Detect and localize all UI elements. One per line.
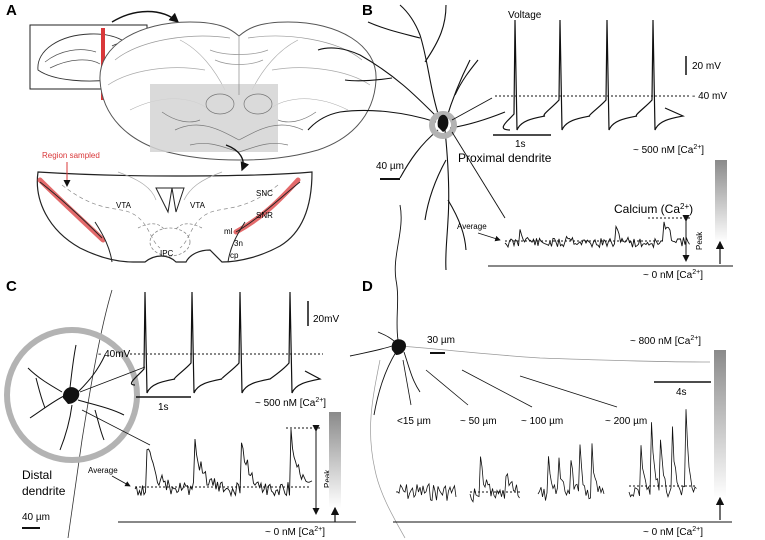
c-ca-high-label: ~ 500 nM [Ca2+] xyxy=(255,397,326,409)
d-calcium-gradient xyxy=(714,350,726,498)
d-space-scale-label: 30 µm xyxy=(427,335,455,346)
panel-d: D 30 µm 4s <15 µm ~ 50 µm ~ 100 µm ~ 200… xyxy=(349,204,732,539)
d-distance-15: <15 µm xyxy=(397,416,431,427)
d-pointer-100 xyxy=(461,369,533,408)
ventricle-right xyxy=(171,187,185,213)
d-distance-100: ~ 100 µm xyxy=(521,416,563,427)
proximal-voltage-trace xyxy=(502,19,685,131)
distal-label-line2: dendrite xyxy=(22,484,66,498)
distal-voltage-trace xyxy=(130,291,322,394)
snr-label: SNR xyxy=(256,211,273,220)
vta-left-label: VTA xyxy=(116,201,132,210)
proximal-dendrite-label: Proximal dendrite xyxy=(458,151,552,165)
section-to-detail-arrow xyxy=(225,144,250,172)
proximal-calcium-trace xyxy=(504,221,690,249)
distal-ring xyxy=(4,327,140,463)
b-calcium-gradient xyxy=(715,160,727,242)
region-sampled-label: Region sampled xyxy=(42,151,100,160)
proximal-voltage-pointer xyxy=(451,97,493,121)
panel-d-letter: D xyxy=(362,278,373,295)
c-average-label: Average xyxy=(88,466,118,475)
b-peak-label: Peak xyxy=(695,231,704,250)
d-soma xyxy=(391,339,407,355)
proximal-neuron xyxy=(307,4,506,271)
panel-a-letter: A xyxy=(6,2,17,19)
coronal-section xyxy=(99,21,377,161)
c-space-scale-label: 40 µm xyxy=(22,512,50,523)
distal-long-dendrite xyxy=(67,289,113,539)
ml-label: ml xyxy=(224,227,233,236)
distal-voltage-pointer xyxy=(79,366,146,393)
proximal-soma xyxy=(437,114,449,132)
panel-a: A xyxy=(6,2,377,263)
d-calcium-trace-15 xyxy=(395,482,457,502)
voltage-label: Voltage xyxy=(508,10,542,21)
panel-b-letter: B xyxy=(362,2,373,19)
calcium-label: Calcium (Ca2+) xyxy=(614,202,693,216)
proximal-calcium-pointer xyxy=(451,131,506,219)
panel-c-letter: C xyxy=(6,278,17,295)
d-pointer-200 xyxy=(519,375,618,408)
inset-to-section-arrow xyxy=(111,10,180,23)
b-ca-high-label: ~ 500 nM [Ca2+] xyxy=(633,144,704,156)
d-pointer-15 xyxy=(402,359,412,406)
b-time-scale-label: 1s xyxy=(515,139,526,150)
b-volt-scale-label: 20 mV xyxy=(692,61,721,72)
d-ca-low-label: ~ 0 nM [Ca2+] xyxy=(643,526,703,538)
d-neuron xyxy=(349,204,421,416)
vta-right-label: VTA xyxy=(190,201,206,210)
d-distance-200: ~ 200 µm xyxy=(605,416,647,427)
c-volt-scale-label: 20mV xyxy=(313,314,339,325)
distal-soma xyxy=(62,387,80,404)
b-average-pointer xyxy=(477,232,501,242)
d-ca-high-label: ~ 800 nM [Ca2+] xyxy=(630,335,701,347)
d-calcium-trace-100 xyxy=(537,443,605,501)
c-ca-low-label: ~ 0 nM [Ca2+] xyxy=(265,526,325,538)
b-space-scale-label: 40 µm xyxy=(376,161,404,172)
shaded-midbrain-region xyxy=(150,84,278,152)
midbrain-detail xyxy=(36,171,313,263)
panel-b: B 40 µm Proximal dendrite Voltage - 40 m… xyxy=(307,2,733,281)
midbrain-outline xyxy=(36,171,313,263)
3n-label: 3n xyxy=(234,239,243,248)
b-threshold-label: - 40 mV xyxy=(692,91,727,102)
snc-label: SNC xyxy=(256,189,273,198)
d-calcium-trace-200 xyxy=(628,409,697,498)
c-average-pointer xyxy=(111,475,131,487)
c-threshold-label: - 40mV xyxy=(98,349,131,360)
distal-calcium-trace xyxy=(134,428,313,498)
ventricle-left xyxy=(155,187,173,214)
d-descending-process xyxy=(370,359,406,539)
distal-label-line1: Distal xyxy=(22,468,52,482)
ipc-outline xyxy=(149,227,191,257)
d-calcium-trace-50 xyxy=(469,456,520,503)
b-average-label: Average xyxy=(457,222,487,231)
distal-neuron xyxy=(27,344,125,451)
cp-label: cp xyxy=(230,251,239,260)
d-time-scale-label: 4s xyxy=(676,387,687,398)
c-calcium-gradient xyxy=(329,412,341,508)
ipc-label: IPC xyxy=(160,249,174,258)
panel-c: C Distal dendrite 40 µm - 40mV 20mV 1s xyxy=(4,278,356,539)
c-peak-label: Peak xyxy=(323,469,332,488)
b-ca-low-label: ~ 0 nM [Ca2+] xyxy=(643,269,703,281)
distal-calcium-pointer xyxy=(81,409,151,446)
region-sampled-left xyxy=(37,177,106,243)
c-time-scale-label: 1s xyxy=(158,402,169,413)
proximal-ring xyxy=(429,111,457,139)
d-long-dendrite xyxy=(399,345,711,363)
d-distance-50: ~ 50 µm xyxy=(460,416,497,427)
d-pointer-50 xyxy=(425,369,469,406)
